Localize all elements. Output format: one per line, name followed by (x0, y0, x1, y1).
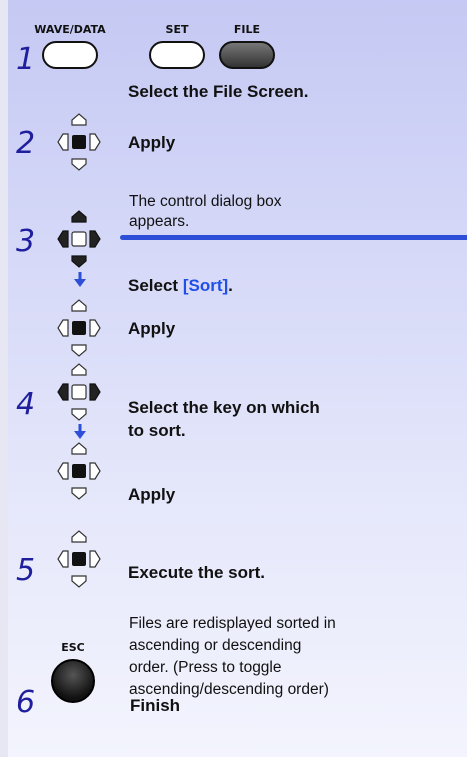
step-4-apply-text: Apply (128, 485, 176, 504)
sort-menu-item: [Sort] (182, 276, 229, 295)
step-3-text: Select [Sort]. (128, 276, 233, 295)
step-3-apply-text: Apply (128, 319, 176, 338)
step-3-number: 3 (16, 224, 36, 259)
step-2-note: The control dialog box appears. (129, 193, 282, 230)
dpad-enter-icon[interactable] (55, 528, 103, 590)
left-margin-strip (0, 0, 8, 757)
step-5-note: Files are redisplayed sorted in ascendin… (129, 615, 336, 698)
down-arrow-icon (74, 424, 86, 439)
step-5-text: Execute the sort. (128, 563, 265, 582)
step-6-number: 6 (16, 685, 36, 720)
step-1-number: 1 (16, 42, 36, 77)
dpad-enter-icon[interactable] (55, 297, 103, 359)
down-arrow-icon (74, 272, 86, 287)
file-button-label: FILE (233, 23, 261, 36)
step-5-number: 5 (16, 553, 36, 588)
wave-data-button-label: WAVE/DATA (34, 23, 106, 36)
dpad-enter-icon[interactable] (55, 440, 103, 502)
wave-data-button[interactable] (42, 41, 98, 69)
step-2-text: Apply (128, 133, 176, 152)
step-4-text: Select the key on which to sort. (128, 398, 320, 440)
dpad-arrows-icon[interactable] (55, 208, 103, 270)
dpad-left-right-icon[interactable] (55, 361, 103, 423)
esc-button[interactable] (51, 659, 95, 703)
dpad-enter-icon[interactable] (55, 111, 103, 173)
divider-rule (120, 235, 467, 240)
esc-button-label: ESC (61, 641, 85, 654)
set-button[interactable] (149, 41, 205, 69)
file-button[interactable] (219, 41, 275, 69)
step-2-number: 2 (16, 126, 36, 161)
step-4-number: 4 (16, 387, 36, 422)
step-1-text: Select the File Screen. (128, 82, 309, 101)
step-6-text: Finish (130, 696, 181, 715)
set-button-label: SET (165, 23, 189, 36)
